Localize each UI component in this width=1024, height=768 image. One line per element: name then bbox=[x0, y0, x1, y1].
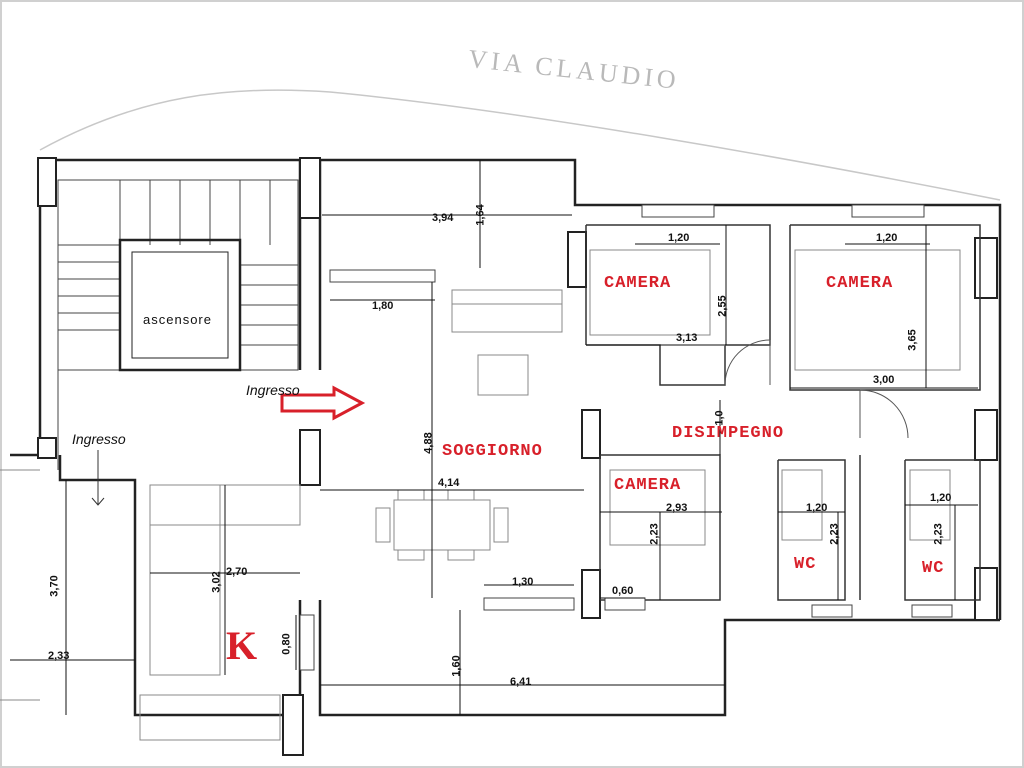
entrance-label-stair: Ingresso bbox=[72, 431, 126, 447]
dimension-label: 3,02 bbox=[210, 571, 223, 593]
room-label-camera-2: CAMERA bbox=[826, 274, 894, 293]
elevator-label: ascensore bbox=[143, 312, 212, 327]
windows bbox=[299, 204, 953, 671]
dimension-label: 2,55 bbox=[716, 295, 729, 317]
room-label-wc-1: WC bbox=[794, 555, 817, 574]
room-label-kitchen: K bbox=[226, 623, 258, 668]
dimension-label: 1,20 bbox=[876, 232, 898, 244]
room-label-camera-3: CAMERA bbox=[614, 476, 682, 495]
dimension-label: 3,65 bbox=[906, 329, 919, 351]
street-boundary bbox=[39, 89, 1001, 201]
dimension-label: 2,70 bbox=[226, 566, 248, 578]
dimension-label: 3,70 bbox=[48, 575, 61, 597]
dimension-label: 1,0 bbox=[713, 410, 726, 426]
dimension-label: 0,60 bbox=[612, 585, 634, 597]
dimension-label: 2,93 bbox=[666, 502, 688, 514]
entrance-label: Ingresso bbox=[246, 382, 300, 398]
dimension-label: 1,30 bbox=[512, 576, 534, 588]
dimension-label: 1,20 bbox=[930, 492, 952, 504]
room-label-disimpegno: DISIMPEGNO bbox=[672, 424, 785, 443]
dimension-label: 6,41 bbox=[510, 676, 532, 688]
door-swings bbox=[724, 339, 909, 439]
dimension-label: 4,88 bbox=[422, 432, 435, 454]
elevator-shaft bbox=[118, 238, 242, 372]
dimension-label: 2,23 bbox=[932, 523, 945, 545]
dimension-label: 3,00 bbox=[873, 374, 895, 386]
dimension-label: 1,64 bbox=[474, 204, 487, 226]
dimension-label: 3,13 bbox=[676, 332, 698, 344]
room-label-soggiorno: SOGGIORNO bbox=[442, 442, 543, 461]
entrance-arrow-small bbox=[91, 450, 105, 506]
dimension-label: 3,94 bbox=[432, 212, 454, 224]
entrance-arrow bbox=[280, 385, 366, 421]
dimension-label: 0,80 bbox=[280, 633, 293, 655]
dimension-label: 4,14 bbox=[438, 477, 460, 489]
dimension-label: 1,20 bbox=[806, 502, 828, 514]
dimension-lines bbox=[10, 160, 978, 715]
dimension-label: 2,33 bbox=[48, 650, 70, 662]
dimension-label: 1,60 bbox=[450, 655, 463, 677]
room-label-wc-2: WC bbox=[922, 559, 945, 578]
dimension-label: 2,23 bbox=[828, 523, 841, 545]
staircase bbox=[57, 179, 299, 470]
outer-walls bbox=[10, 158, 1002, 717]
dimension-label: 2,23 bbox=[648, 523, 661, 545]
room-label-camera-1: CAMERA bbox=[604, 274, 672, 293]
dimension-label: 1,20 bbox=[668, 232, 690, 244]
dimension-label: 1,80 bbox=[372, 300, 394, 312]
